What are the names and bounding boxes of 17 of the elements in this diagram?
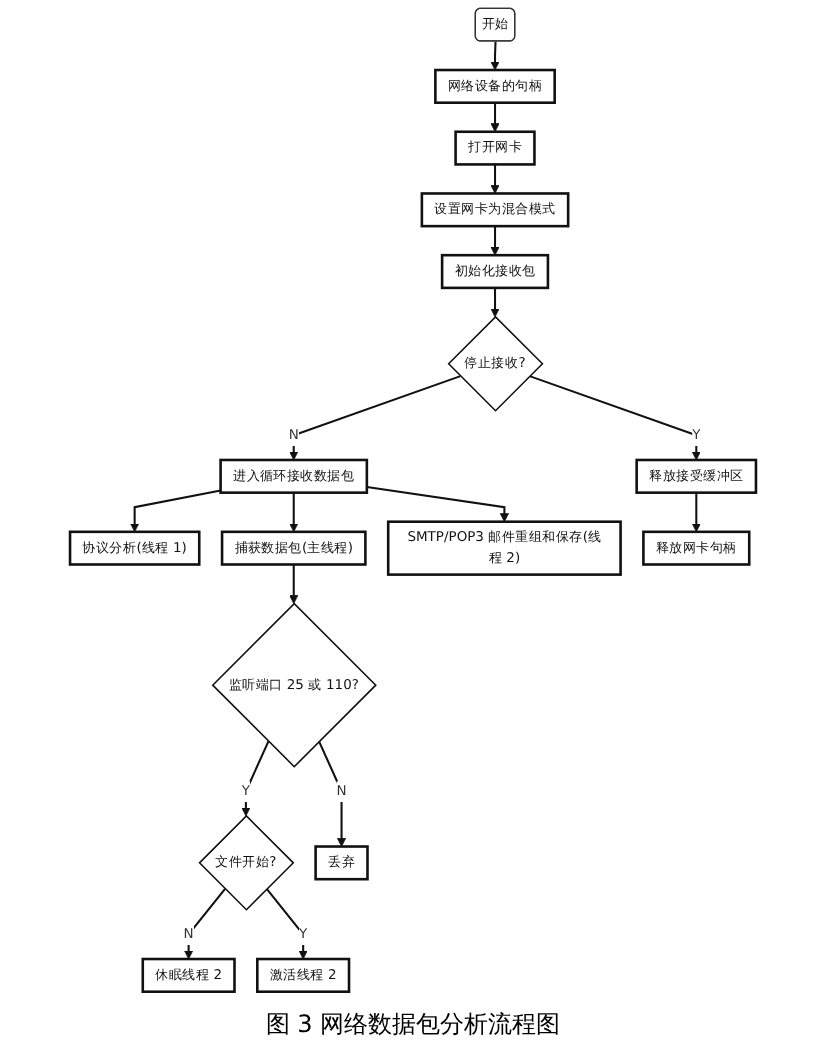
arrow	[289, 492, 299, 533]
arrow	[490, 164, 500, 194]
arrow	[691, 492, 701, 533]
arrow	[289, 564, 299, 605]
arrow	[490, 102, 500, 133]
arrow	[130, 489, 221, 533]
arrow	[184, 888, 226, 960]
arrow	[490, 41, 500, 71]
figure-caption: 图 3 网络数据包分析流程图	[263, 1008, 563, 1042]
arrow	[241, 740, 270, 817]
arrow	[490, 226, 500, 256]
arrow	[265, 888, 308, 960]
arrow	[366, 486, 509, 523]
arrow	[318, 740, 347, 847]
arrow	[490, 287, 500, 318]
arrow	[289, 375, 461, 461]
arrow	[529, 375, 701, 461]
